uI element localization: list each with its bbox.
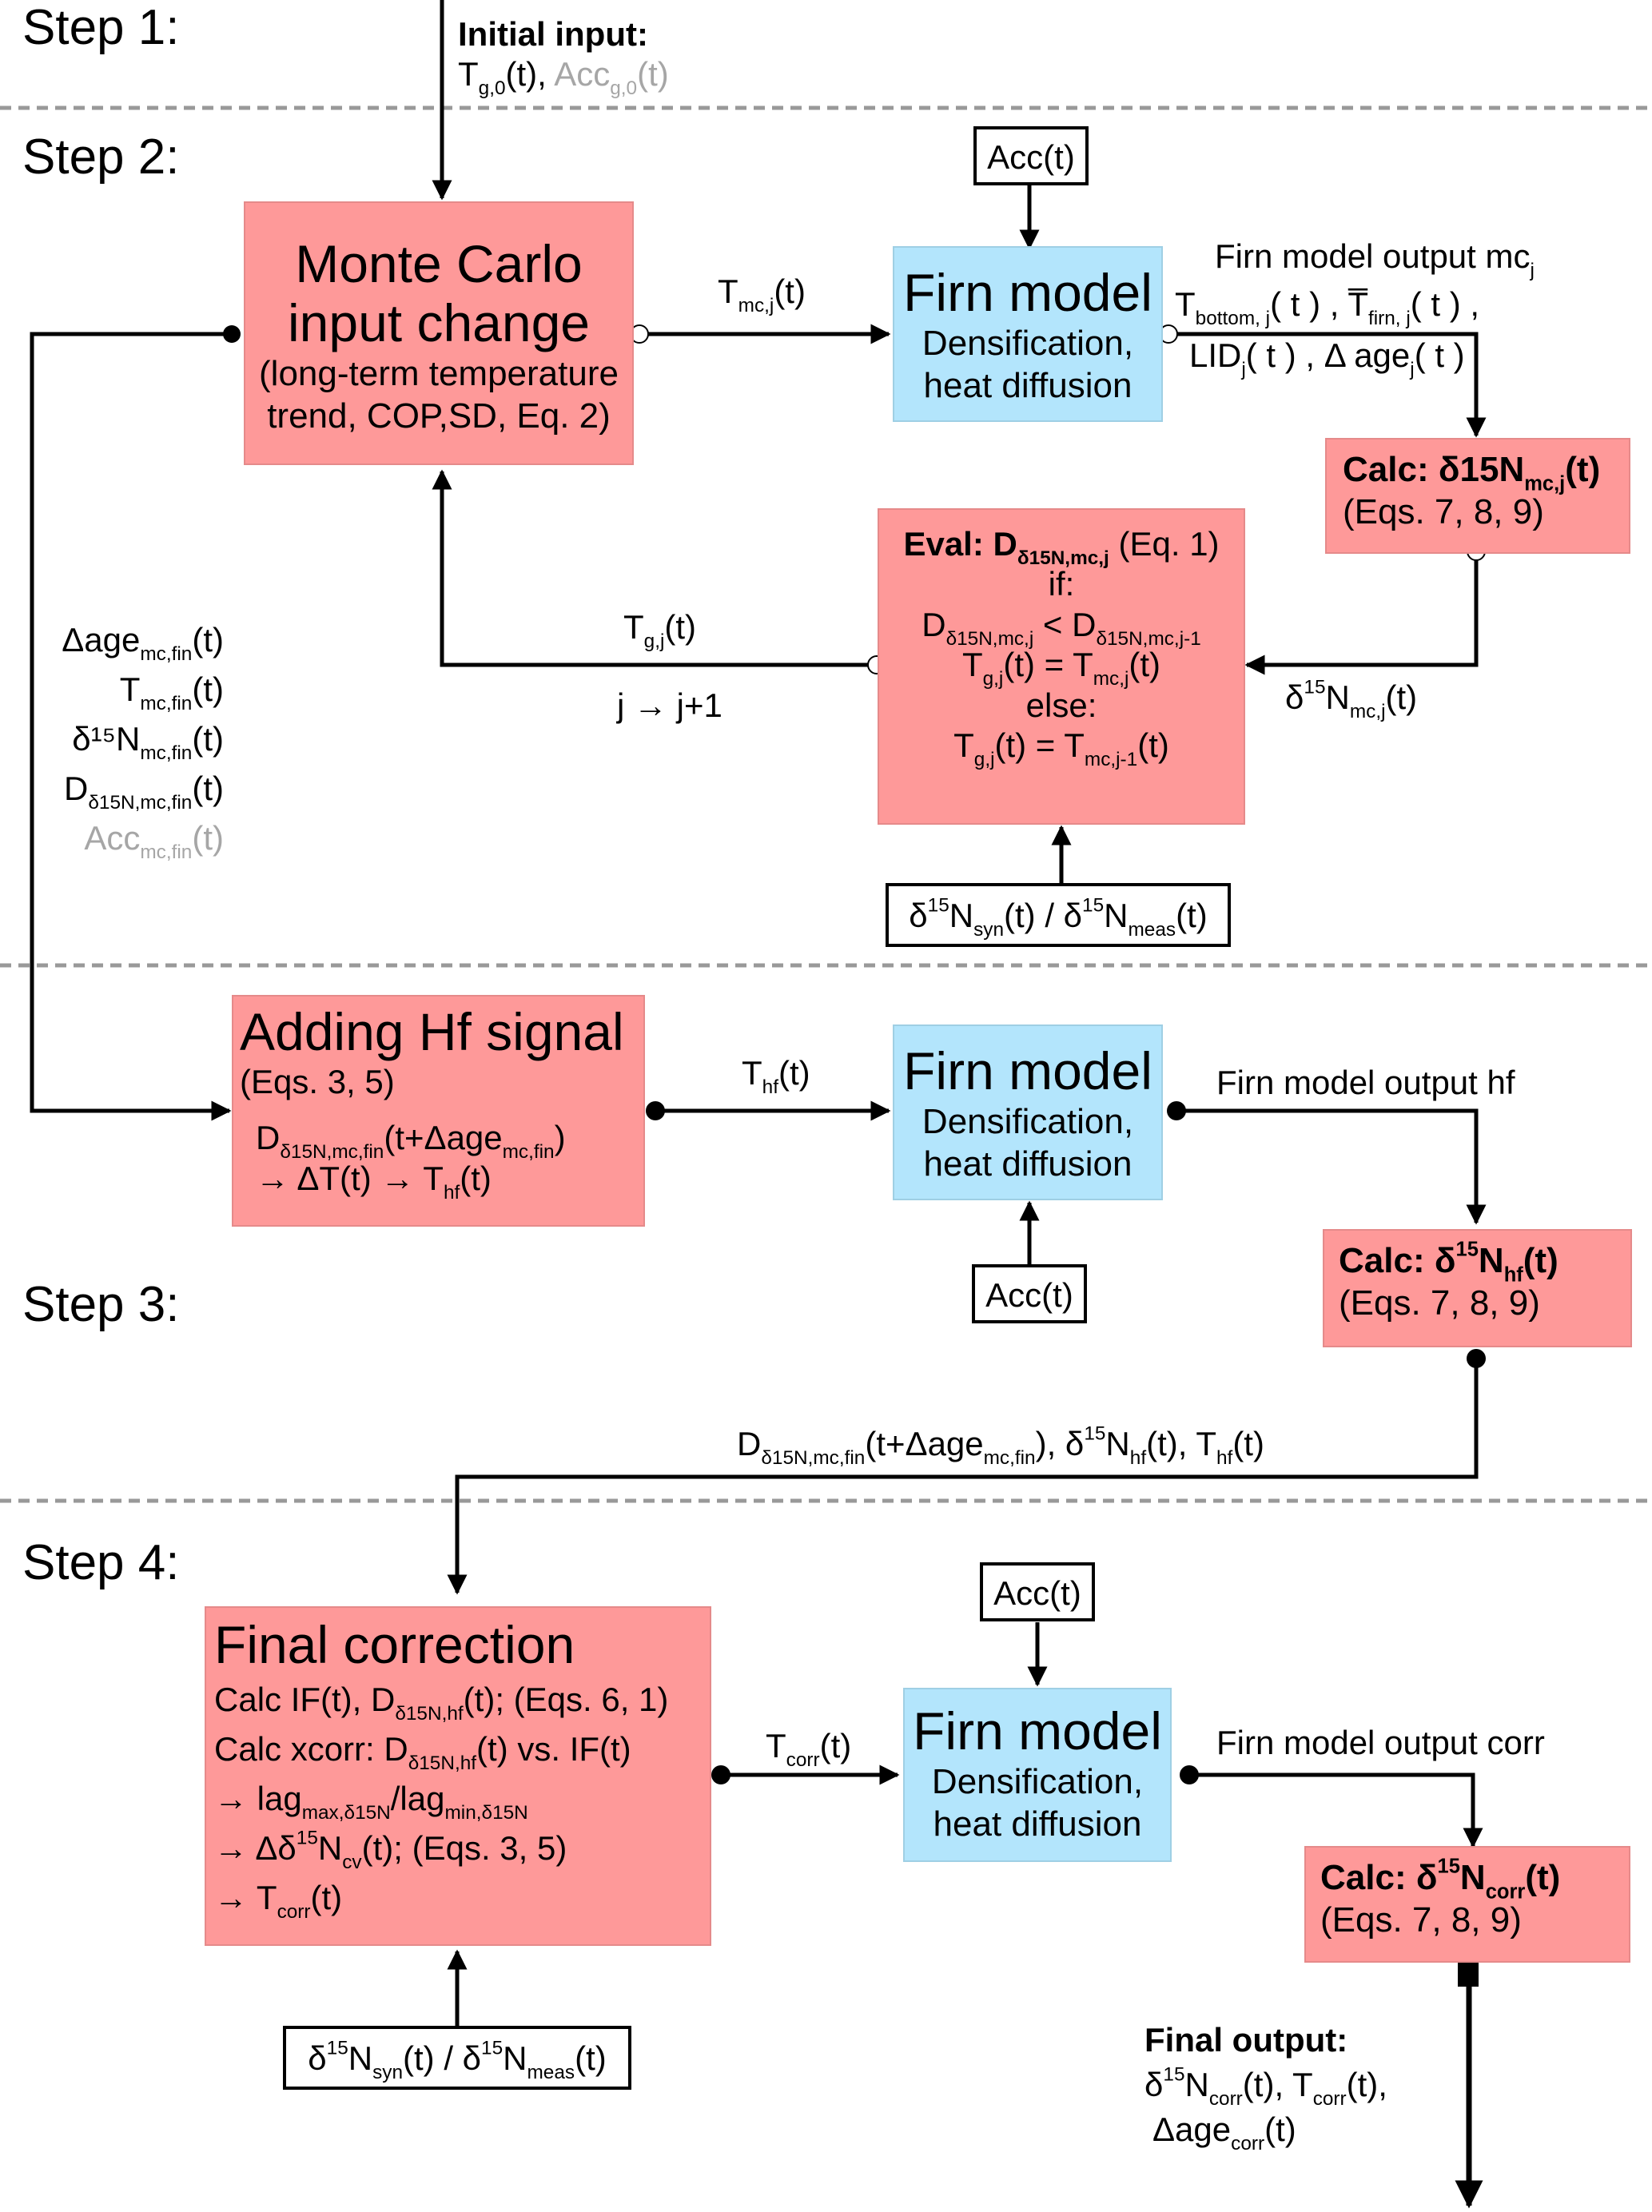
loop-output-dage: Δagemc,fin(t) [62, 621, 224, 665]
arrow-tg [432, 469, 873, 667]
initial-acc-muted: Accg,0(t) [554, 55, 669, 100]
label-tcorr: Tcorr(t) [766, 1727, 852, 1771]
monte-carlo-box[interactable]: Monte Carlo input change (long-term temp… [244, 201, 634, 465]
final-correction-box[interactable]: Final correction Calc IF(t), Dδ15N,hf(t)… [205, 1606, 711, 1946]
label-thf: Thf(t) [742, 1054, 810, 1098]
eval-else-assign: Tg,j(t) = Tmc,j-1(t) [953, 726, 1169, 770]
endpoint-dot [1467, 1349, 1486, 1368]
arrow-mc-final-loop [30, 332, 232, 1121]
firn-model-desc: Densification, [931, 1761, 1144, 1801]
arrow-firn-output-corr [1183, 1772, 1483, 1848]
calc-d15n-corr-box[interactable]: Calc: δ15Ncorr(t) (Eqs. 7, 8, 9) [1304, 1846, 1630, 1963]
arrow-d15n-mc [1244, 559, 1479, 675]
calc-d15n-hf-title: Calc: δ15Nhf(t) [1339, 1238, 1558, 1287]
loop-output-acc: Accmc,fin(t) [84, 819, 224, 863]
final-correction-line4: → Δδ15Ncv(t); (Eqs. 3, 5) [214, 1827, 567, 1873]
initial-input-values: Tg,0(t), Accg,0(t) [458, 55, 669, 100]
monte-carlo-desc-2: trend, COP,SD, Eq. 2) [267, 396, 611, 436]
label-firn-output-corr: Firn model output corr [1216, 1724, 1545, 1761]
initial-input-label: Initial input: Tg,0(t), Accg,0(t) [458, 14, 669, 100]
calc-d15n-mc-eqs: (Eqs. 7, 8, 9) [1343, 491, 1544, 531]
loop-outputs-list: Δagemc,fin(t) Tmc,fin(t) δ¹⁵Nmc,fin(t) D… [42, 615, 224, 863]
endpoint-dot [711, 1765, 730, 1784]
label-firn-output-mc-line2: LIDj( t ) , Δ agej( t ) [1189, 336, 1465, 380]
final-output-label: Final output: δ15Ncorr(t), Tcorr(t), Δag… [1144, 2020, 1387, 2155]
adding-hf-title: Adding Hf signal [240, 1002, 624, 1061]
firn-model-desc: Densification, [922, 1101, 1134, 1141]
label-tmc: Tmc,j(t) [718, 273, 806, 316]
label-transfer-step3-step4: Dδ15N,mc,fin(t+Δagemc,fin), δ15Nhf(t), T… [737, 1422, 1264, 1469]
final-correction-title: Final correction [214, 1615, 575, 1674]
label-firn-output-hf: Firn model output hf [1216, 1064, 1515, 1101]
firn-model-box-step4[interactable]: Firn model Densification, heat diffusion [903, 1688, 1172, 1862]
firn-model-title: Firn model [913, 1701, 1162, 1760]
label-iteration: j → j+1 [617, 686, 723, 724]
acc-input-step4[interactable]: Acc(t) [980, 1562, 1095, 1621]
arrow-transfer [447, 1359, 1479, 1595]
endpoint-dot [223, 325, 241, 343]
final-correction-line3: → lagmax,δ15N/lagmin,δ15N [214, 1779, 528, 1824]
step-3-label: Step 3: [22, 1277, 180, 1332]
acc-input-step2[interactable]: Acc(t) [973, 126, 1089, 185]
monte-carlo-title-2: input change [288, 292, 590, 352]
firn-model-desc-2: heat diffusion [923, 365, 1133, 405]
adding-hf-line1: Dδ15N,mc,fin(t+Δagemc,fin) [256, 1119, 566, 1164]
initial-input-title: Initial input: [458, 15, 648, 53]
d15n-input-step2[interactable]: δ15Nsyn(t) / δ15Nmeas(t) [886, 883, 1231, 947]
calc-d15n-hf-box[interactable]: Calc: δ15Nhf(t) (Eqs. 7, 8, 9) [1323, 1229, 1632, 1347]
calc-d15n-corr-title: Calc: δ15Ncorr(t) [1320, 1855, 1561, 1904]
endpoint-dot [1167, 1101, 1186, 1120]
firn-model-desc: Densification, [922, 323, 1134, 363]
eval-condition: Dδ15N,mc,j < Dδ15N,mc,j-1 [922, 605, 1201, 650]
final-output-line1: δ15Ncorr(t), Tcorr(t), [1144, 2063, 1387, 2111]
loop-output-d: Dδ15N,mc,fin(t) [64, 770, 224, 814]
step-2-label: Step 2: [22, 129, 180, 185]
loop-output-d15n: δ¹⁵Nmc,fin(t) [72, 720, 224, 764]
final-correction-line5: → Tcorr(t) [214, 1878, 343, 1923]
monte-carlo-title: Monte Carlo [295, 234, 583, 293]
endpoint-dot [646, 1101, 665, 1120]
loop-output-t: Tmc,fin(t) [119, 670, 224, 714]
calc-d15n-corr-eqs: (Eqs. 7, 8, 9) [1320, 1900, 1522, 1939]
eval-title: Eval: Dδ15N,mc,j (Eq. 1) [903, 525, 1220, 569]
eval-else: else: [1025, 686, 1097, 724]
adding-hf-line2: → ΔT(t) → Thf(t) [256, 1159, 492, 1203]
final-correction-line2: Calc xcorr: Dδ15N,hf(t) vs. IF(t) [214, 1729, 631, 1774]
calc-d15n-mc-title: Calc: δ15Nmc,j(t) [1343, 450, 1601, 495]
firn-model-title: Firn model [903, 263, 1152, 322]
calc-d15n-hf-eqs: (Eqs. 7, 8, 9) [1339, 1283, 1540, 1323]
acc-input-step3[interactable]: Acc(t) [972, 1264, 1087, 1323]
final-output-title: Final output: [1144, 2021, 1348, 2059]
final-output-line2: Δagecorr(t) [1152, 2111, 1296, 2155]
endpoint-dot [1180, 1765, 1199, 1784]
adding-hf-box[interactable]: Adding Hf signal (Eqs. 3, 5) Dδ15N,mc,fi… [232, 995, 645, 1227]
adding-hf-eqs: (Eqs. 3, 5) [240, 1062, 395, 1100]
step-4-label: Step 4: [22, 1535, 180, 1590]
calc-d15n-mc-box[interactable]: Calc: δ15Nmc,j(t) (Eqs. 7, 8, 9) [1325, 438, 1630, 554]
label-firn-output-mc: Firn model output mcj [1215, 237, 1535, 281]
final-correction-line1: Calc IF(t), Dδ15N,hf(t); (Eqs. 6, 1) [214, 1680, 669, 1725]
firn-model-desc-2: heat diffusion [923, 1144, 1133, 1184]
arrow-firn-output-hf [1170, 1108, 1487, 1225]
eval-if: if: [1048, 565, 1075, 603]
label-d15n-mc: δ15Nmc,j(t) [1285, 676, 1418, 722]
endpoint-square [1458, 1963, 1479, 1987]
firn-model-box-step2[interactable]: Firn model Densification, heat diffusion [893, 246, 1163, 422]
firn-model-box-step3[interactable]: Firn model Densification, heat diffusion [893, 1024, 1163, 1200]
d15n-input-step4[interactable]: δ15Nsyn(t) / δ15Nmeas(t) [283, 2026, 631, 2090]
eval-then: Tg,j(t) = Tmc,j(t) [961, 646, 1161, 690]
step-1-label: Step 1: [22, 0, 180, 55]
label-firn-output-mc-line1: Tbottom, j( t ) , T̅firn, j( t ) , [1175, 285, 1480, 329]
firn-model-desc-2: heat diffusion [933, 1804, 1142, 1844]
label-tg: Tg,j(t) [623, 608, 697, 652]
firn-model-title: Firn model [903, 1041, 1152, 1100]
eval-box[interactable]: Eval: Dδ15N,mc,j (Eq. 1) if: Dδ15N,mc,j … [878, 508, 1245, 825]
monte-carlo-desc: (long-term temperature [259, 353, 619, 393]
